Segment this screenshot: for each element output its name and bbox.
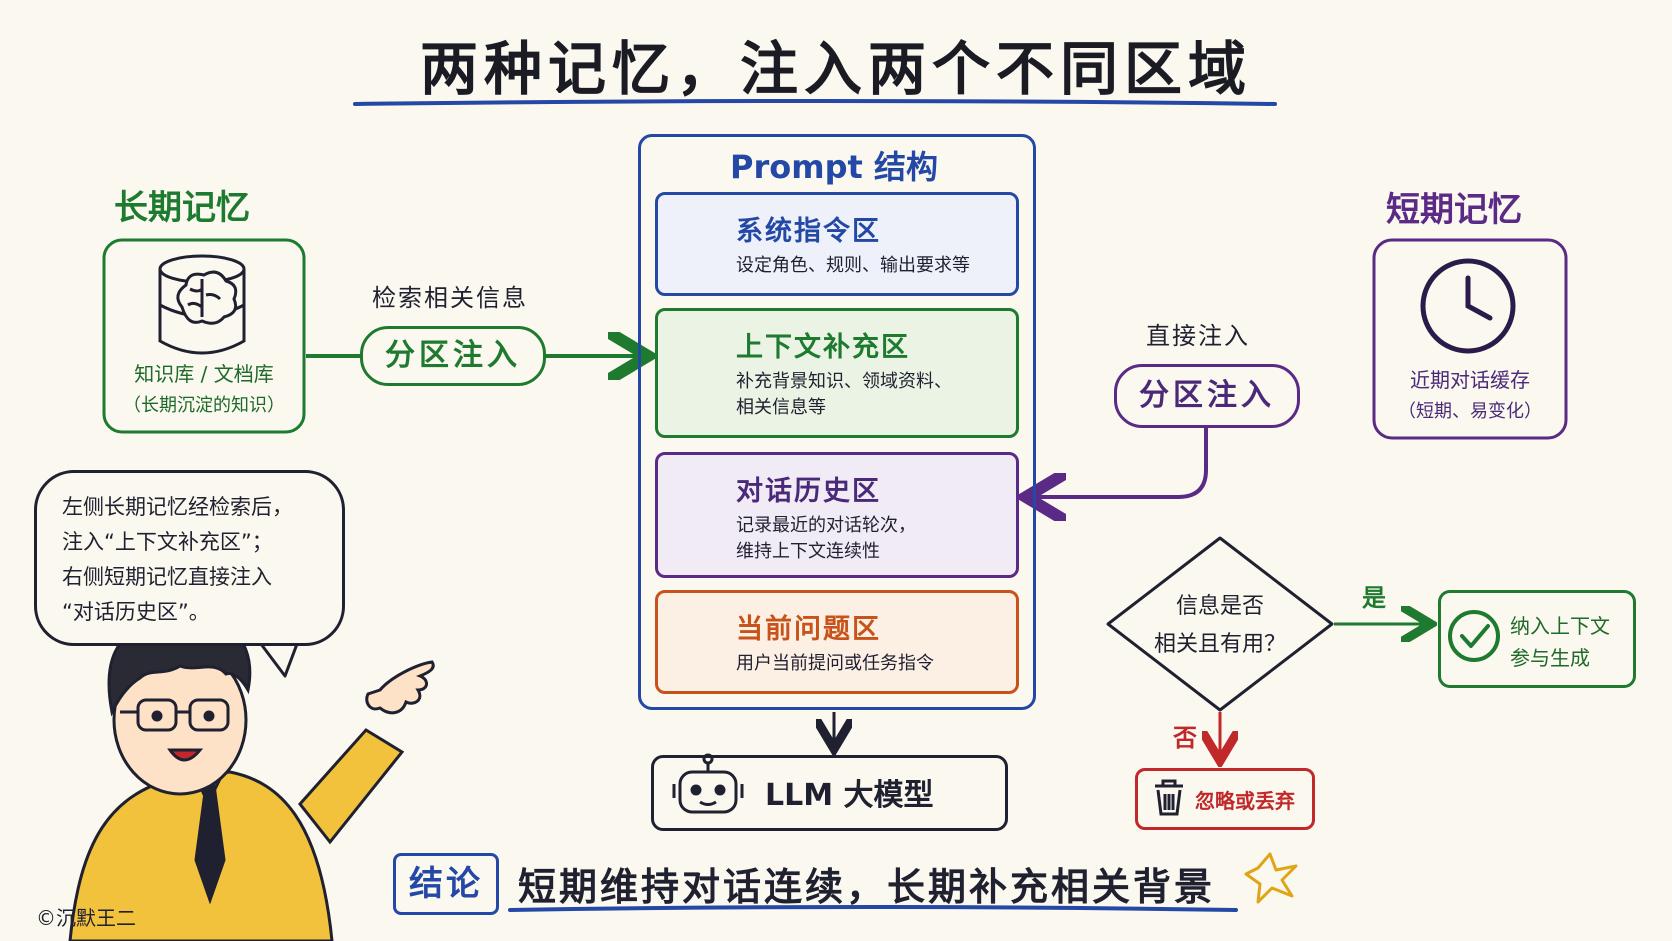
- decision-line1: 信息是否: [1175, 594, 1264, 619]
- check-circle-icon: [1448, 610, 1500, 662]
- long-term-inject-pill: 分区注入: [360, 326, 546, 386]
- section-head: 对话历史区: [736, 476, 881, 507]
- section-dialogue-history: 对话历史区 记录最近的对话轮次， 维持上下文连续性: [655, 452, 1019, 578]
- decision-no-label: 否: [1173, 724, 1197, 752]
- discard-label: 忽略或丢弃: [1195, 789, 1295, 813]
- llm-label: LLM 大模型: [765, 778, 934, 813]
- section-current-question: 当前问题区 用户当前提问或任务指令: [655, 590, 1019, 694]
- trash-icon: [1155, 779, 1183, 816]
- long-term-arrow-label: 检索相关信息: [372, 284, 528, 312]
- short-term-heading: 短期记忆: [1386, 190, 1522, 230]
- conclusion-badge: 结论: [393, 853, 499, 915]
- short-term-arrow-label: 直接注入: [1146, 322, 1250, 350]
- bubble-line: “对话历史区”。: [62, 600, 210, 624]
- short-term-arrow: [1030, 424, 1208, 497]
- long-term-card-line2: （长期沉淀的知识）: [123, 395, 285, 416]
- decision-diamond: [1106, 536, 1334, 712]
- decision-yes-label: 是: [1362, 584, 1386, 612]
- bubble-line: 右侧短期记忆直接注入: [62, 565, 272, 589]
- section-desc-line1: 补充背景知识、领域资料、: [736, 371, 952, 392]
- decision-text: 信息是否 相关且有用？: [1140, 588, 1300, 664]
- character-illustration: [68, 612, 435, 941]
- title-underline: [353, 99, 1277, 106]
- section-head: 上下文补充区: [736, 332, 910, 363]
- short-term-inject-pill: 分区注入: [1114, 364, 1300, 428]
- short-term-card: [1372, 238, 1568, 440]
- section-desc-line1: 记录最近的对话轮次，: [736, 515, 916, 536]
- accept-text: 纳入上下文 参与生成: [1510, 610, 1610, 674]
- long-term-card-line1: 知识库 / 文档库: [134, 362, 274, 386]
- sparkle-icon: [1244, 852, 1298, 904]
- llm-box: [651, 755, 1008, 831]
- short-term-card-line2: （短期、易变化）: [1398, 401, 1542, 422]
- section-desc-line2: 维持上下文连续性: [736, 541, 880, 562]
- clock-icon: [1420, 258, 1516, 354]
- prompt-structure-box: [638, 134, 1036, 710]
- conclusion-text: 短期维持对话连续，长期补充相关背景: [518, 865, 1216, 909]
- section-head: 当前问题区: [736, 614, 881, 645]
- speech-bubble: [34, 470, 345, 646]
- page-title: 两种记忆，注入两个不同区域: [419, 35, 1252, 103]
- short-term-card-text: 近期对话缓存 （短期、易变化）: [1374, 364, 1566, 428]
- bubble-line: 注入“上下文补充区”；: [62, 530, 273, 554]
- section-head: 系统指令区: [736, 216, 881, 247]
- bubble-tail: [253, 635, 302, 678]
- section-context-supplement: 上下文补充区 补充背景知识、领域资料、 相关信息等: [655, 308, 1019, 438]
- prompt-structure-title: Prompt 结构: [730, 148, 938, 186]
- bubble-line: 左侧长期记忆经检索后，: [62, 495, 293, 519]
- section-desc: 记录最近的对话轮次， 维持上下文连续性: [736, 513, 916, 565]
- robot-icon: [672, 753, 744, 814]
- conclusion-underline: [508, 905, 1238, 912]
- accept-line1: 纳入上下文: [1510, 614, 1610, 638]
- decision-line2: 相关且有用？: [1153, 632, 1286, 657]
- short-term-card-line1: 近期对话缓存: [1410, 368, 1530, 392]
- long-term-card: [102, 238, 306, 434]
- brain-database-icon: [158, 254, 246, 355]
- speech-bubble-text: 左侧长期记忆经检索后， 注入“上下文补充区”； 右侧短期记忆直接注入 “对话历史…: [62, 490, 332, 630]
- accept-line2: 参与生成: [1510, 646, 1590, 670]
- long-term-card-text: 知识库 / 文档库 （长期沉淀的知识）: [104, 358, 304, 422]
- section-desc-line2: 相关信息等: [736, 397, 826, 418]
- credit: ©沉默王二: [36, 906, 136, 930]
- section-desc: 补充背景知识、领域资料、 相关信息等: [736, 369, 952, 421]
- long-term-heading: 长期记忆: [114, 188, 250, 228]
- section-desc: 用户当前提问或任务指令: [736, 653, 934, 674]
- section-desc: 设定角色、规则、输出要求等: [736, 255, 970, 276]
- discard-box: [1135, 768, 1315, 830]
- accept-box: [1438, 590, 1636, 688]
- section-system-instructions: 系统指令区 设定角色、规则、输出要求等: [655, 192, 1019, 296]
